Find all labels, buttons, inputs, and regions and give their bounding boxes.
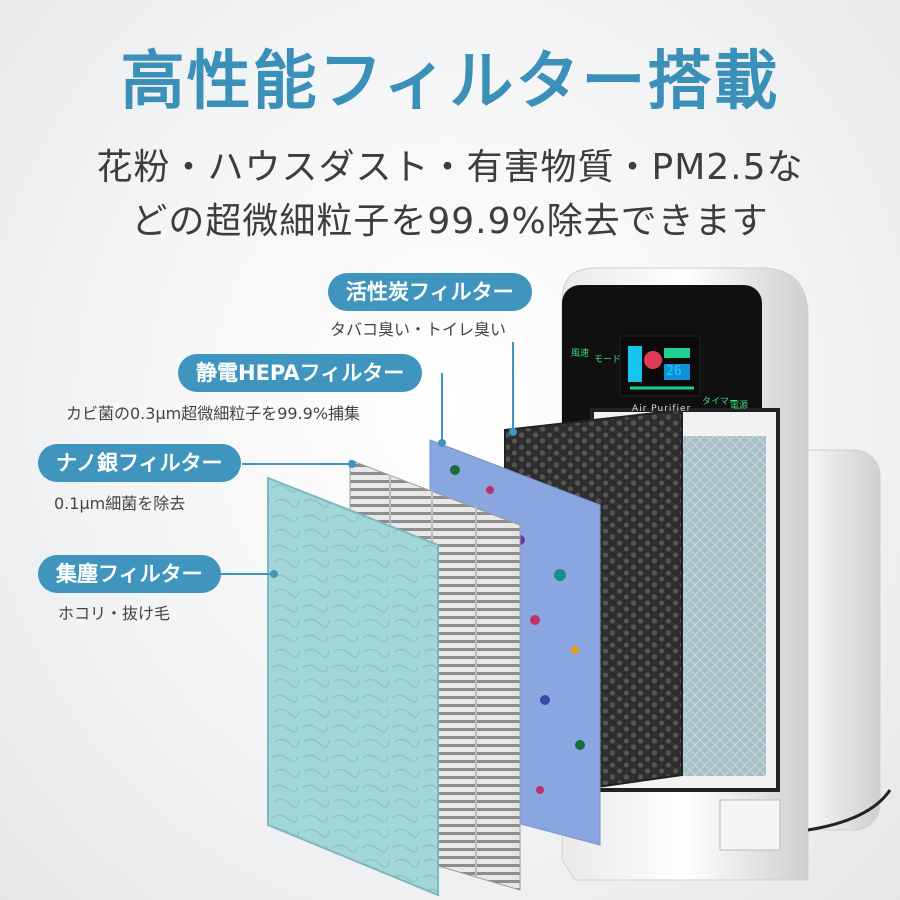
subheadline-line-1: 花粉・ハウスダスト・有害物質・PM2.5な <box>96 147 804 188</box>
button-label-speed: 風速 <box>571 349 590 359</box>
display-readout: 26 <box>666 364 682 379</box>
button-label-timer: タイマー <box>702 397 739 407</box>
filter-tag-carbon: 活性炭フィルター <box>328 273 532 311</box>
dust-filter-layer <box>267 476 439 897</box>
dust-leader-line <box>214 573 272 575</box>
hepa-leader-line <box>441 373 443 441</box>
nano-leader-dot <box>348 460 356 468</box>
dust-leader-dot <box>270 570 278 578</box>
filter-desc-carbon: タバコ臭い・トイレ臭い <box>330 320 507 339</box>
button-label-mode: モード <box>594 355 622 365</box>
filter-tag-hepa: 静電HEPAフィルター <box>178 354 423 392</box>
filter-tag-dust: 集塵フィルター <box>38 555 221 593</box>
brand-text: Air Purifier <box>632 404 692 414</box>
filter-desc-nano-silver: 0.1μm細菌を除去 <box>54 494 186 513</box>
carbon-leader-dot <box>509 428 517 436</box>
headline: 高性能フィルター搭載 <box>120 45 780 119</box>
hepa-leader-dot <box>438 439 446 447</box>
subheadline-line-2: どの超微細粒子を99.9%除去できます <box>131 201 769 242</box>
nano-leader-line <box>242 463 350 465</box>
filter-desc-hepa: カビ菌の0.3μm超微細粒子を99.9%捕集 <box>66 404 361 423</box>
button-label-power: 電源 <box>730 401 749 411</box>
filter-tag-nano-silver: ナノ銀フィルター <box>38 444 241 482</box>
filter-desc-dust: ホコリ・抜け毛 <box>58 604 171 623</box>
carbon-leader-line <box>512 342 514 430</box>
